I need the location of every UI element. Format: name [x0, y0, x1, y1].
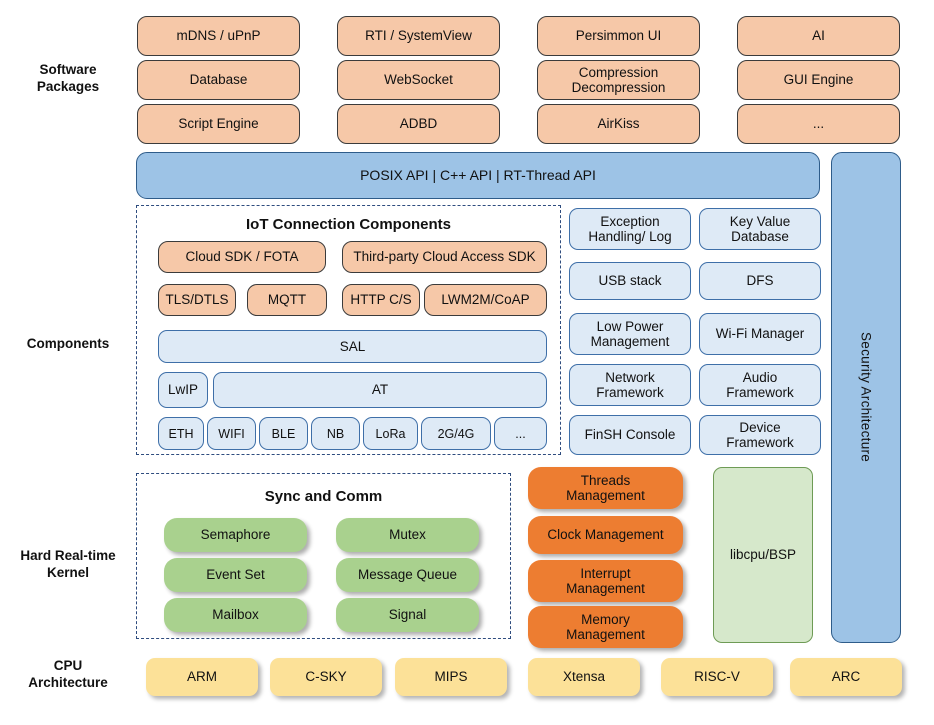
security-architecture-bar[interactable]: Security Architecture	[831, 152, 901, 643]
iot-thirdparty-cloud-box[interactable]: Third-party Cloud Access SDK	[342, 241, 547, 273]
management-box[interactable]: Interrupt Management	[528, 560, 683, 602]
component-box[interactable]: FinSH Console	[569, 415, 691, 455]
cpu-arch-box[interactable]: C-SKY	[270, 658, 382, 696]
component-box[interactable]: Low Power Management	[569, 313, 691, 355]
management-box[interactable]: Memory Management	[528, 606, 683, 648]
software-package-box[interactable]: ADBD	[337, 104, 500, 144]
sync-object-box[interactable]: Signal	[336, 598, 479, 632]
component-box[interactable]: Device Framework	[699, 415, 821, 455]
cpu-arch-box[interactable]: RISC-V	[661, 658, 773, 696]
component-box[interactable]: Audio Framework	[699, 364, 821, 406]
sync-object-box[interactable]: Message Queue	[336, 558, 479, 592]
component-box[interactable]: Key Value Database	[699, 208, 821, 250]
component-box[interactable]: Exception Handling/ Log	[569, 208, 691, 250]
row-label-components: Components	[26, 336, 110, 351]
management-box[interactable]: Threads Management	[528, 467, 683, 509]
software-package-box[interactable]: Compression Decompression	[537, 60, 700, 100]
sync-group-title: Sync and Comm	[264, 488, 383, 505]
sync-object-box[interactable]: Mailbox	[164, 598, 307, 632]
iot-lwip-box[interactable]: LwIP	[158, 372, 208, 408]
libcpu-bsp-box[interactable]: libcpu/BSP	[713, 467, 813, 643]
iot-link-box[interactable]: LoRa	[363, 417, 418, 450]
software-package-box[interactable]: ...	[737, 104, 900, 144]
iot-at-box[interactable]: AT	[213, 372, 547, 408]
software-package-box[interactable]: AI	[737, 16, 900, 56]
iot-protocol-box[interactable]: MQTT	[247, 284, 327, 316]
software-package-box[interactable]: Persimmon UI	[537, 16, 700, 56]
iot-link-box[interactable]: ETH	[158, 417, 204, 450]
cpu-arch-box[interactable]: ARC	[790, 658, 902, 696]
software-package-box[interactable]: WebSocket	[337, 60, 500, 100]
iot-protocol-box[interactable]: LWM2M/CoAP	[424, 284, 547, 316]
iot-protocol-box[interactable]: TLS/DTLS	[158, 284, 236, 316]
row-label-kernel: Hard Real-time Kernel	[20, 548, 116, 581]
software-package-box[interactable]: GUI Engine	[737, 60, 900, 100]
software-package-box[interactable]: mDNS / uPnP	[137, 16, 300, 56]
iot-protocol-box[interactable]: HTTP C/S	[342, 284, 420, 316]
component-box[interactable]: DFS	[699, 262, 821, 300]
software-package-box[interactable]: Script Engine	[137, 104, 300, 144]
row-label-cpu: CPU Architecture	[28, 658, 108, 691]
sync-object-box[interactable]: Event Set	[164, 558, 307, 592]
management-box[interactable]: Clock Management	[528, 516, 683, 554]
cpu-arch-box[interactable]: ARM	[146, 658, 258, 696]
iot-link-box[interactable]: NB	[311, 417, 360, 450]
software-package-box[interactable]: RTI / SystemView	[337, 16, 500, 56]
cpu-arch-box[interactable]: Xtensa	[528, 658, 640, 696]
software-package-box[interactable]: AirKiss	[537, 104, 700, 144]
component-box[interactable]: USB stack	[569, 262, 691, 300]
component-box[interactable]: Wi-Fi Manager	[699, 313, 821, 355]
sync-and-comm-group	[136, 473, 511, 639]
iot-link-box[interactable]: WIFI	[207, 417, 256, 450]
security-architecture-label: Security Architecture	[858, 332, 874, 463]
iot-cloud-sdk-box[interactable]: Cloud SDK / FOTA	[158, 241, 326, 273]
cpu-arch-box[interactable]: MIPS	[395, 658, 507, 696]
iot-sal-box[interactable]: SAL	[158, 330, 547, 363]
iot-link-box[interactable]: 2G/4G	[421, 417, 491, 450]
iot-link-box[interactable]: ...	[494, 417, 547, 450]
api-bar[interactable]: POSIX API | C++ API | RT-Thread API	[136, 152, 820, 199]
sync-object-box[interactable]: Mutex	[336, 518, 479, 552]
component-box[interactable]: Network Framework	[569, 364, 691, 406]
iot-connection-components-group	[136, 205, 561, 455]
row-label-software-packages: Software Packages	[36, 62, 100, 95]
iot-group-title: IoT Connection Components	[246, 216, 451, 233]
software-package-box[interactable]: Database	[137, 60, 300, 100]
sync-object-box[interactable]: Semaphore	[164, 518, 307, 552]
iot-link-box[interactable]: BLE	[259, 417, 308, 450]
